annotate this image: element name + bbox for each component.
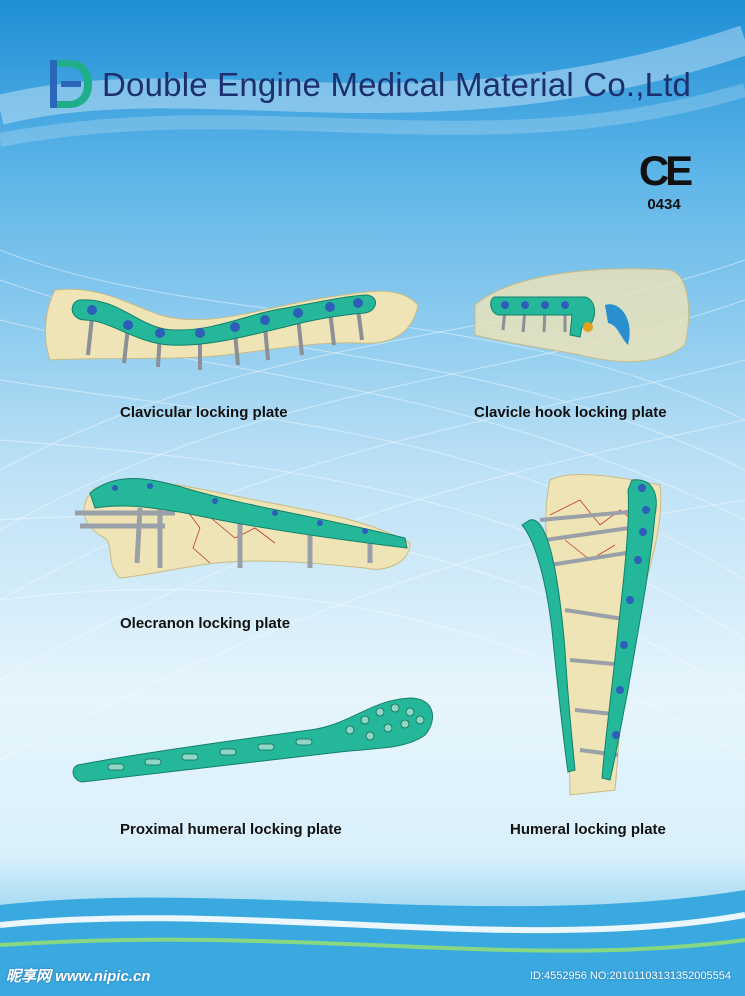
proximal-humeral-plate-image — [72, 697, 433, 783]
proximal-humeral-caption: Proximal humeral locking plate — [120, 821, 342, 838]
watermark-site: 昵享网 www.nipic.cn — [6, 968, 151, 985]
olecranon-caption: Olecranon locking plate — [120, 615, 291, 632]
humeral-caption: Humeral locking plate — [510, 821, 666, 838]
ce-mark: CE — [638, 147, 693, 194]
company-name: Double Engine Medical Material Co.,Ltd — [102, 66, 692, 103]
clavicle-hook-caption: Clavicle hook locking plate — [474, 404, 667, 421]
ce-number: 0434 — [647, 196, 681, 213]
clavicular-plate-image — [45, 288, 419, 370]
company-logo — [50, 60, 92, 108]
clavicle-hook-plate-image — [474, 268, 690, 362]
ce-certification: CE 0434 — [634, 147, 694, 214]
watermark-id: ID:4552956 NO:20101103131352005554 — [529, 970, 731, 982]
humeral-plate-image — [521, 474, 662, 796]
clavicular-caption: Clavicular locking plate — [120, 404, 288, 421]
olecranon-plate-image — [75, 478, 411, 579]
